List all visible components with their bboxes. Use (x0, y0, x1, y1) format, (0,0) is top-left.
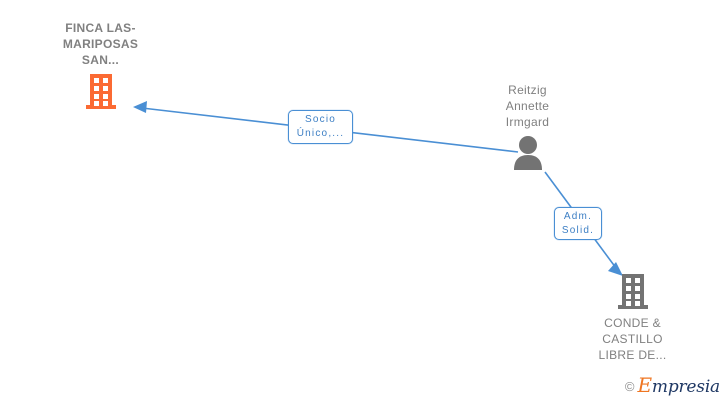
building-icon-wrap (23, 72, 178, 112)
brand-wordmark: Empresia (638, 375, 721, 397)
person-icon-wrap (470, 134, 585, 170)
building-icon-wrap-2 (570, 272, 695, 312)
relation-label-socio-unico[interactable]: Socio Único,... (288, 110, 353, 144)
node-label-conde: CONDE & CASTILLO LIBRE DE... (598, 316, 667, 362)
person-icon (513, 136, 542, 170)
node-company-finca[interactable]: FINCA LAS- MARIPOSAS SAN... (23, 20, 178, 112)
building-icon (85, 74, 116, 109)
building-icon (617, 274, 648, 309)
node-label-person: Reitzig Annette Irmgard (505, 83, 550, 129)
node-company-conde[interactable]: CONDE & CASTILLO LIBRE DE... (570, 272, 695, 363)
copyright-icon: © (624, 379, 635, 394)
watermark-empresia: © Empresia (624, 375, 721, 397)
node-label-finca: FINCA LAS- MARIPOSAS SAN... (62, 21, 139, 67)
brand-initial: E (637, 373, 653, 397)
node-person-reitzig[interactable]: Reitzig Annette Irmgard (470, 82, 585, 170)
brand-rest: mpresia (651, 377, 720, 397)
relation-label-adm-solid[interactable]: Adm. Solid. (554, 207, 602, 240)
